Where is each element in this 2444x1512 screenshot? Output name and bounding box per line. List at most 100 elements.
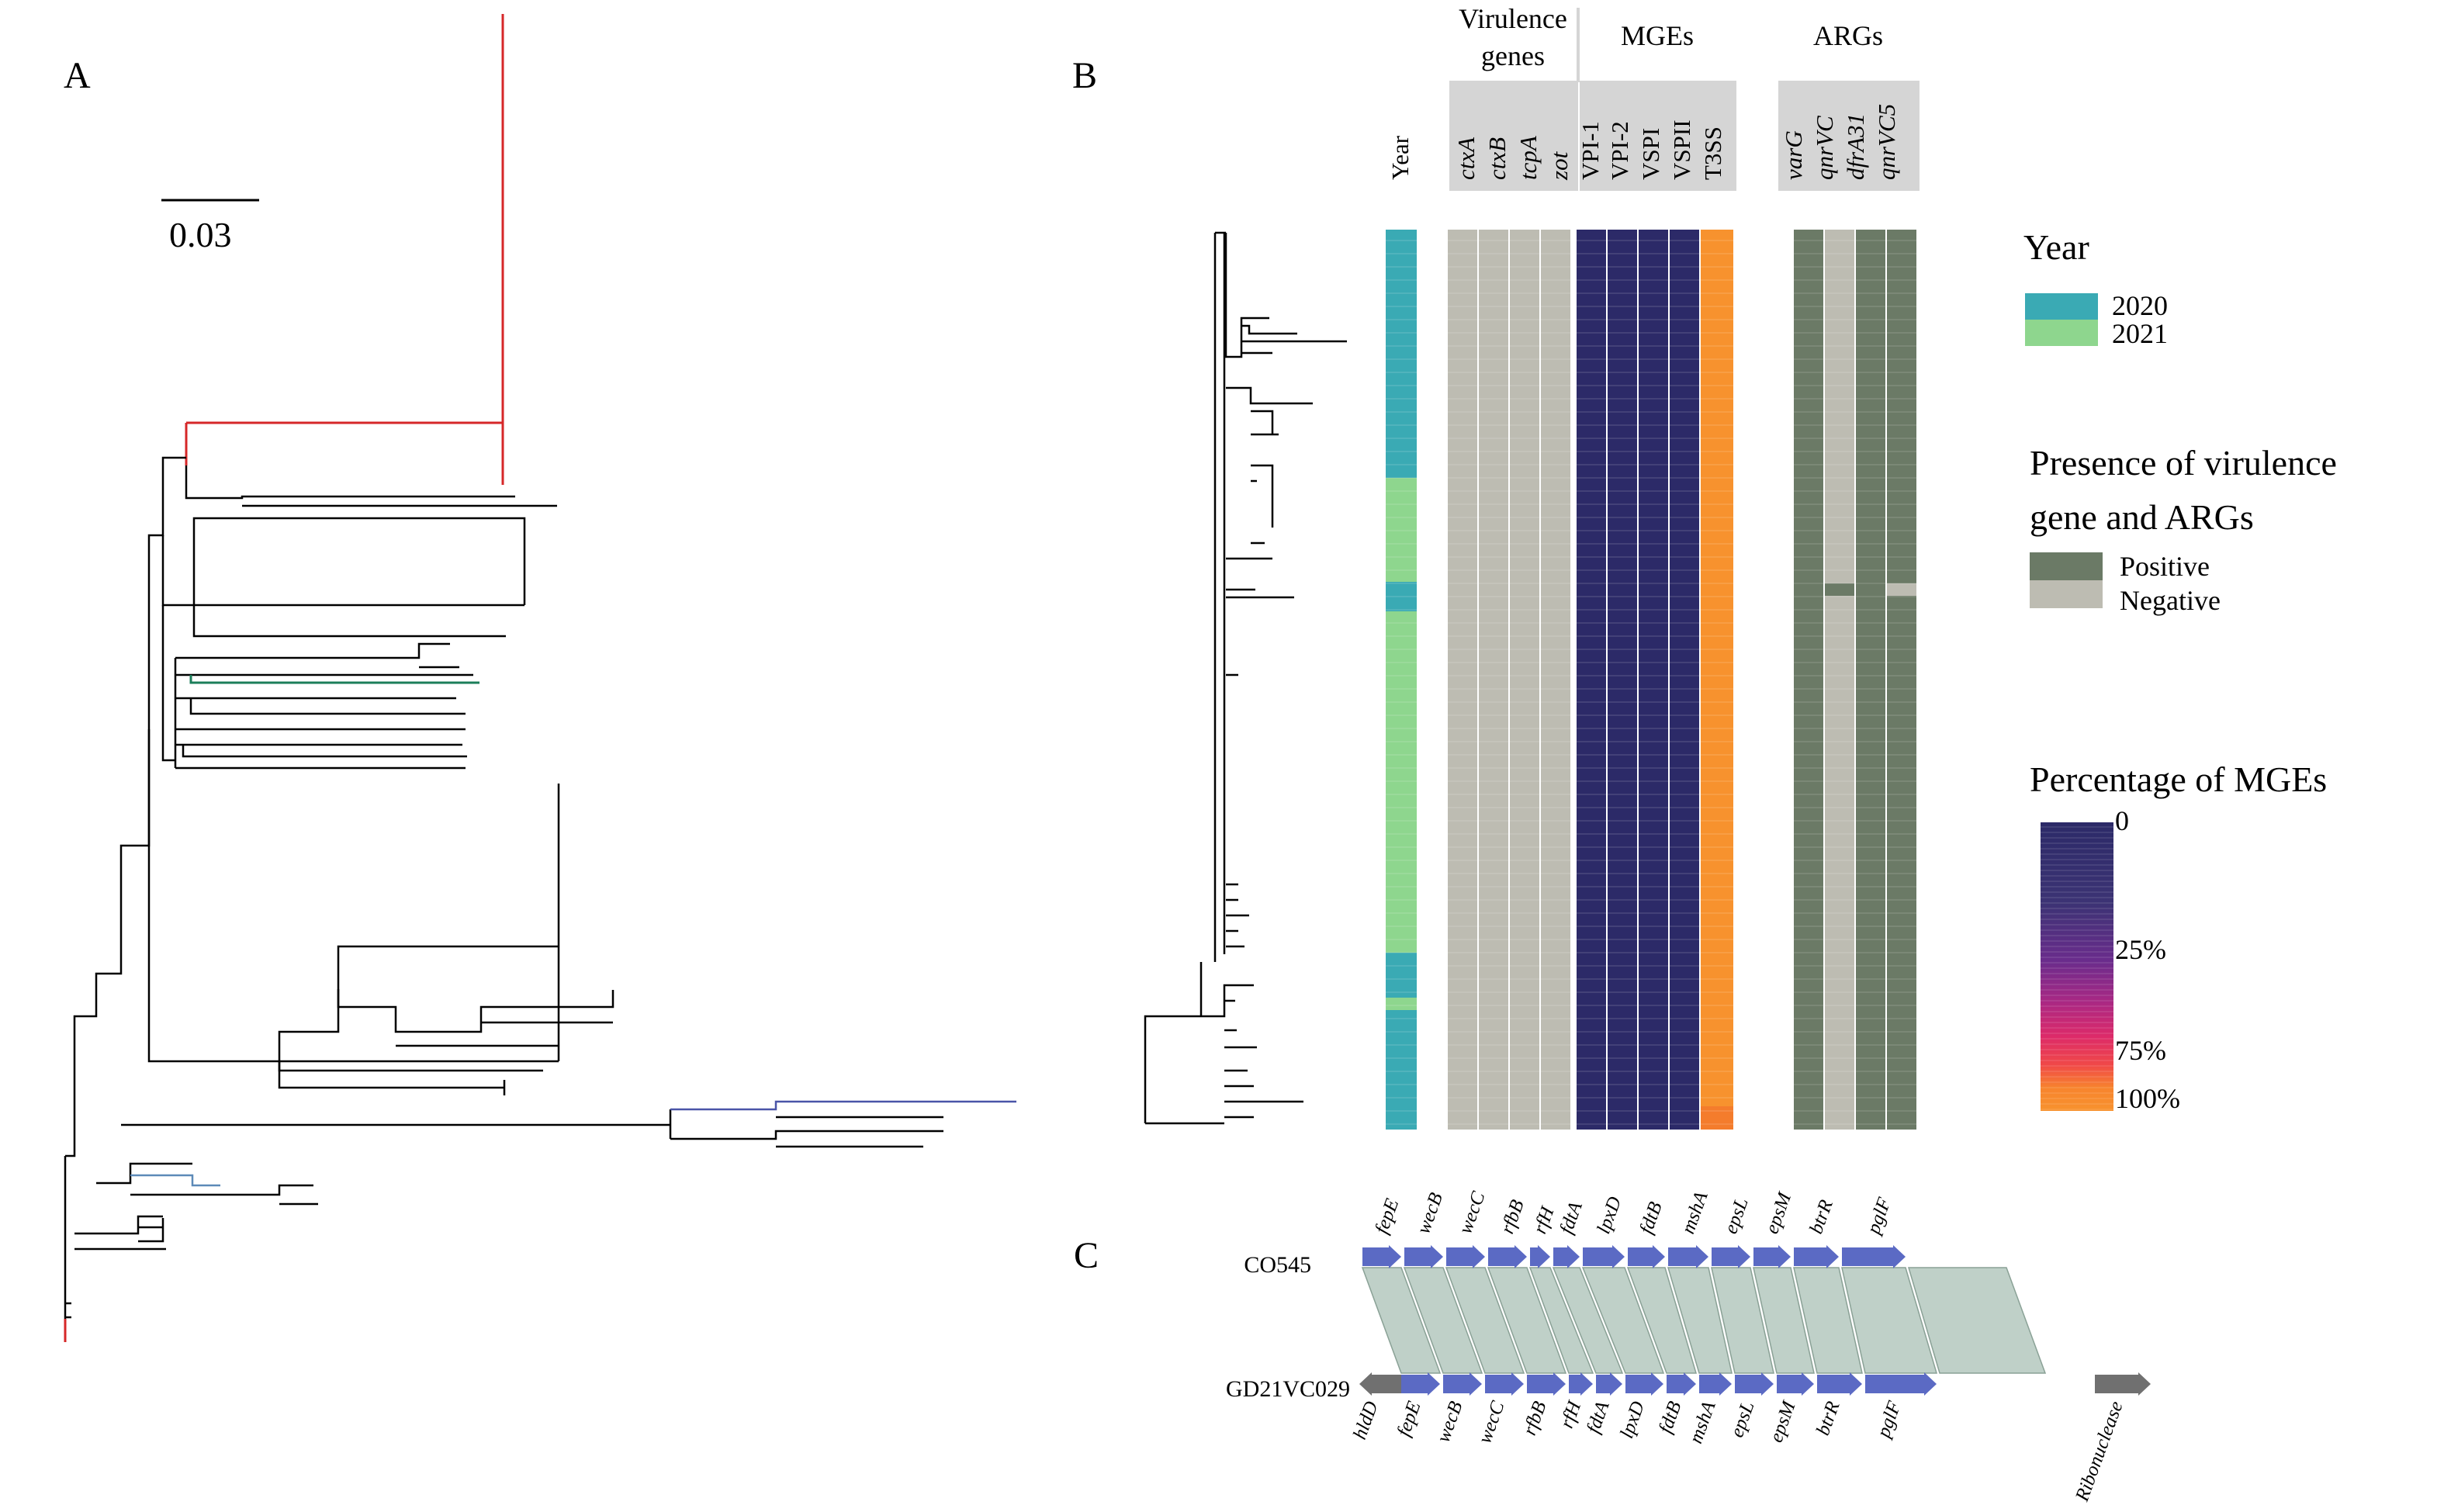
bottom-gene-label: rfbB [1519, 1399, 1551, 1438]
ctxA-column [1448, 230, 1477, 1130]
gene-arrow [1527, 1372, 1566, 1396]
mge-header-box [1580, 81, 1736, 191]
synteny-link [1361, 1267, 1442, 1374]
bottom-gene-label: lpxD [1616, 1399, 1649, 1441]
legend-mge-tick-75: 75% [2115, 1035, 2166, 1066]
gene-arrow [1401, 1372, 1440, 1396]
zot-column [1541, 230, 1570, 1130]
vpi1-column [1577, 230, 1606, 1130]
top-gene-label: fdtA [1556, 1199, 1587, 1237]
legend-presence-title-1: Presence of virulence [2030, 443, 2337, 483]
bottom-gene-label: epsM [1766, 1398, 1800, 1445]
mge-header: MGEs [1621, 20, 1694, 51]
gene-arrow [1362, 1245, 1401, 1268]
synteny-link [1403, 1267, 1483, 1374]
top-gene-arrows [1362, 1245, 1906, 1268]
col-label-ctxA: ctxA [1452, 137, 1480, 180]
synteny-links [1361, 1267, 2047, 1374]
legend-mge-title: Percentage of MGEs [2030, 759, 2327, 799]
tcpA-column [1510, 230, 1539, 1130]
col-label-vspii: VSPII [1668, 119, 1695, 180]
gene-arrow [1699, 1372, 1732, 1396]
year-column [1386, 230, 1417, 1130]
bottom-gene-label: Ribonuclease [2072, 1399, 2127, 1505]
year-cell-block [1386, 998, 1417, 1010]
legend-positive-label: Positive [2120, 551, 2210, 582]
synteny-link [1841, 1267, 1938, 1374]
gene-arrow [1777, 1372, 1814, 1396]
bottom-gene-label: btrR [1812, 1399, 1844, 1438]
panel-label-b: B [1072, 55, 1097, 96]
gene-arrow [1735, 1372, 1774, 1396]
legend-year-title: Year [2023, 227, 2089, 267]
gene-arrow [1443, 1372, 1482, 1396]
bottom-gene-label: fdtA [1583, 1398, 1614, 1436]
top-gene-label: pglF [1863, 1195, 1895, 1238]
top-gene-label: rfbB [1497, 1197, 1528, 1237]
panel-label-c: C [1074, 1235, 1099, 1276]
gene-arrow [1569, 1372, 1593, 1396]
year-cell-block [1386, 1010, 1417, 1130]
synteny-link [1793, 1267, 1863, 1374]
heatmap-row-lines [1386, 240, 1916, 1125]
top-gene-label: epsM [1761, 1189, 1795, 1237]
top-gene-label: rfH [1529, 1202, 1559, 1237]
bottom-gene-label: fdtB [1655, 1399, 1686, 1436]
legend-mge-tick-0: 0 [2115, 805, 2129, 836]
strain-label-bottom: GD21VC029 [1226, 1376, 1350, 1402]
legend-2021-label: 2021 [2112, 318, 2168, 349]
col-label-year: Year [1386, 135, 1414, 180]
t3ss-column [1701, 230, 1733, 1130]
gene-arrow [1485, 1372, 1524, 1396]
col-label-vspi: VSPI [1637, 128, 1664, 180]
synteny-link [1445, 1267, 1525, 1374]
gene-arrow [1817, 1372, 1862, 1396]
bottom-gene-label: epsL [1726, 1399, 1759, 1441]
vpi2-column [1608, 230, 1637, 1130]
gene-arrow [1625, 1372, 1663, 1396]
bottom-gene-label: rfH [1556, 1397, 1586, 1431]
gene-arrow [1359, 1372, 1401, 1396]
virulence-header-line2: genes [1481, 40, 1545, 71]
legend-mge-gradient [2041, 822, 2113, 1111]
col-label-qnrVC: qnrVC [1811, 116, 1838, 180]
ctxB-column [1479, 230, 1508, 1130]
vspii-column [1670, 230, 1699, 1130]
gene-arrow [1794, 1245, 1839, 1268]
legend-negative-swatch [2030, 580, 2103, 608]
legend-presence: Presence of virulence gene and ARGs Posi… [2030, 443, 2337, 616]
col-label-tcpA: tcpA [1515, 135, 1542, 180]
top-gene-label: wecB [1413, 1190, 1447, 1237]
panel-label-a: A [64, 55, 91, 96]
gene-arrow [1596, 1372, 1622, 1396]
gene-arrow [1628, 1245, 1665, 1268]
year-cell-block [1386, 230, 1417, 478]
synteny-link [1487, 1267, 1567, 1374]
top-gene-label: epsL [1720, 1195, 1753, 1237]
legend-negative-label: Negative [2120, 585, 2221, 616]
synteny-link [1907, 1267, 2047, 1374]
gene-arrow [1530, 1245, 1550, 1268]
gene-arrow [1404, 1245, 1443, 1268]
gene-arrow [1553, 1245, 1580, 1268]
legend-presence-title-2: gene and ARGs [2030, 497, 2254, 537]
synteny-link [1552, 1267, 1624, 1374]
top-gene-label: wecC [1455, 1188, 1489, 1237]
gene-arrow [1446, 1245, 1485, 1268]
phylogenetic-tree-b [1144, 231, 1347, 1125]
gene-arrow [1865, 1372, 1937, 1396]
dfrA31-column [1856, 230, 1885, 1130]
gene-arrow [1583, 1245, 1625, 1268]
legend-2020-swatch [2025, 293, 2098, 320]
year-cell-block [1386, 953, 1417, 998]
year-cell-block [1386, 611, 1417, 953]
col-label-qnrVC5: qnrVC5 [1873, 104, 1900, 180]
top-gene-label: fepE [1371, 1196, 1403, 1237]
synteny-link [1528, 1267, 1594, 1374]
bottom-gene-label: wecC [1474, 1399, 1508, 1447]
col-label-zot: zot [1546, 151, 1573, 181]
col-label-t3ss: T3SS [1699, 126, 1726, 180]
bottom-gene-label: pglF [1872, 1398, 1905, 1441]
gene-arrow [1842, 1245, 1906, 1268]
